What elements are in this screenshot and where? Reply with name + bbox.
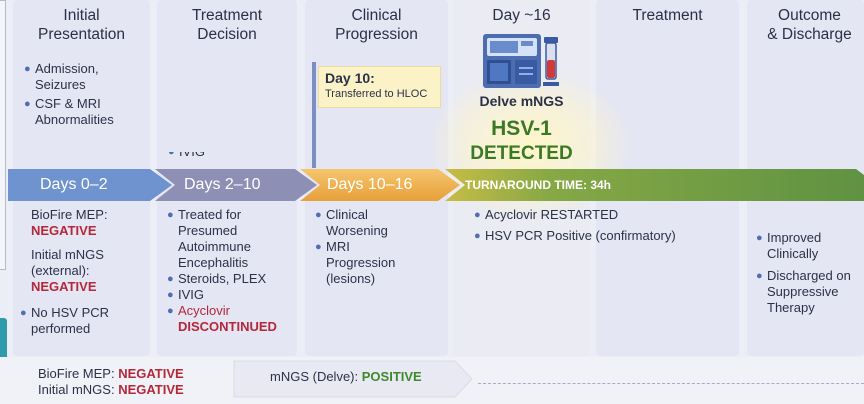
sequencer-icon (483, 34, 559, 88)
header-treatment: Treatment (632, 7, 703, 24)
left-edge-tab[interactable] (0, 318, 7, 370)
list-item: ●Admission, Seizures (24, 61, 99, 92)
left-edge-frame (0, 0, 6, 270)
initial-mngs-label: Initial mNGS (external): (31, 247, 104, 278)
progression-marker-line (312, 62, 316, 168)
biofire-label: BioFire MEP: (31, 207, 108, 222)
list-item: ●IVIG (167, 287, 205, 302)
summary-delve-positive: POSITIVE (361, 369, 422, 384)
delve-mngs-label: Delve mNGS (479, 93, 564, 109)
chevron-label-days-0-2: Days 0–2 (40, 176, 108, 193)
summary-dashed-line (478, 383, 864, 384)
no-hsv-pcr-item: ●No HSV PCR performed (20, 305, 110, 336)
day10-note-card: Day 10: Transferred to HLOC (318, 66, 441, 108)
chevron-days-2-10 (155, 169, 317, 201)
summary-delve-label: mNGS (Delve): (270, 369, 359, 384)
list-item: ●Steroids, PLEX (167, 271, 267, 286)
hsv1-result: HSV-1 (491, 117, 552, 140)
turnaround-time-label: TURNAROUND TIME: 34h (465, 178, 611, 192)
chevron-days-0-2 (8, 169, 172, 201)
chevron-label-days-2-10: Days 2–10 (184, 176, 261, 193)
decision-partial-text: ●IVIG (168, 152, 205, 159)
timeline-chevrons (8, 169, 864, 201)
summary-biofire-label: BioFire MEP: (38, 366, 115, 381)
chevron-days-10-16 (300, 169, 460, 201)
day10-note-title: Day 10: (325, 70, 375, 86)
chevron-turnaround (445, 169, 864, 201)
biofire-negative: NEGATIVE (31, 223, 97, 238)
summary-biofire-negative: NEGATIVE (118, 366, 184, 381)
chevron-label-days-10-16: Days 10–16 (327, 176, 413, 193)
treatment-actions-list: ●Acyclovir RESTARTED ●HSV PCR Positive (… (474, 207, 744, 244)
day10-note-body: Transferred to HLOC (325, 88, 428, 100)
initial-lower-block: BioFire MEP: NEGATIVE Initial mNGS (exte… (31, 207, 149, 295)
list-item: ●Acyclovir RESTARTED (474, 207, 619, 222)
summary-mngs-negative: NEGATIVE (118, 382, 184, 397)
header-day-16: Day ~16 (492, 7, 551, 24)
detected-result: DETECTED (470, 143, 573, 164)
initial-mngs-negative: NEGATIVE (31, 279, 97, 294)
list-item: ●HSV PCR Positive (confirmatory) (474, 228, 676, 243)
progression-list: ●Clinical Worsening ●MRI Progression (le… (315, 207, 443, 287)
summary-negatives: BioFire MEP: NEGATIVE Initial mNGS: NEGA… (24, 366, 224, 398)
list-item: ●Improved Clinically (756, 230, 822, 261)
decision-list: ●Treated for Presumed Autoimmune Encepha… (167, 207, 295, 335)
list-item: ●MRI Progression (lesions) (315, 239, 396, 286)
list-item: ●Treated for Presumed Autoimmune Encepha… (167, 207, 251, 270)
outcome-list: ●Improved Clinically ●Discharged on Supp… (756, 230, 864, 316)
summary-positive-chevron (233, 360, 473, 398)
summary-delve-result: mNGS (Delve): POSITIVE (270, 369, 422, 385)
list-item: ●Clinical Worsening (315, 207, 388, 238)
header-outcome-discharge: Outcome& Discharge (767, 7, 852, 43)
list-item: ●Discharged on Suppressive Therapy (756, 268, 851, 315)
initial-top-list: ●Admission, Seizures ●CSF & MRI Abnormal… (24, 61, 146, 128)
summary-mngs-label: Initial mNGS: (38, 382, 115, 397)
list-item: ●CSF & MRI Abnormalities (24, 96, 114, 127)
